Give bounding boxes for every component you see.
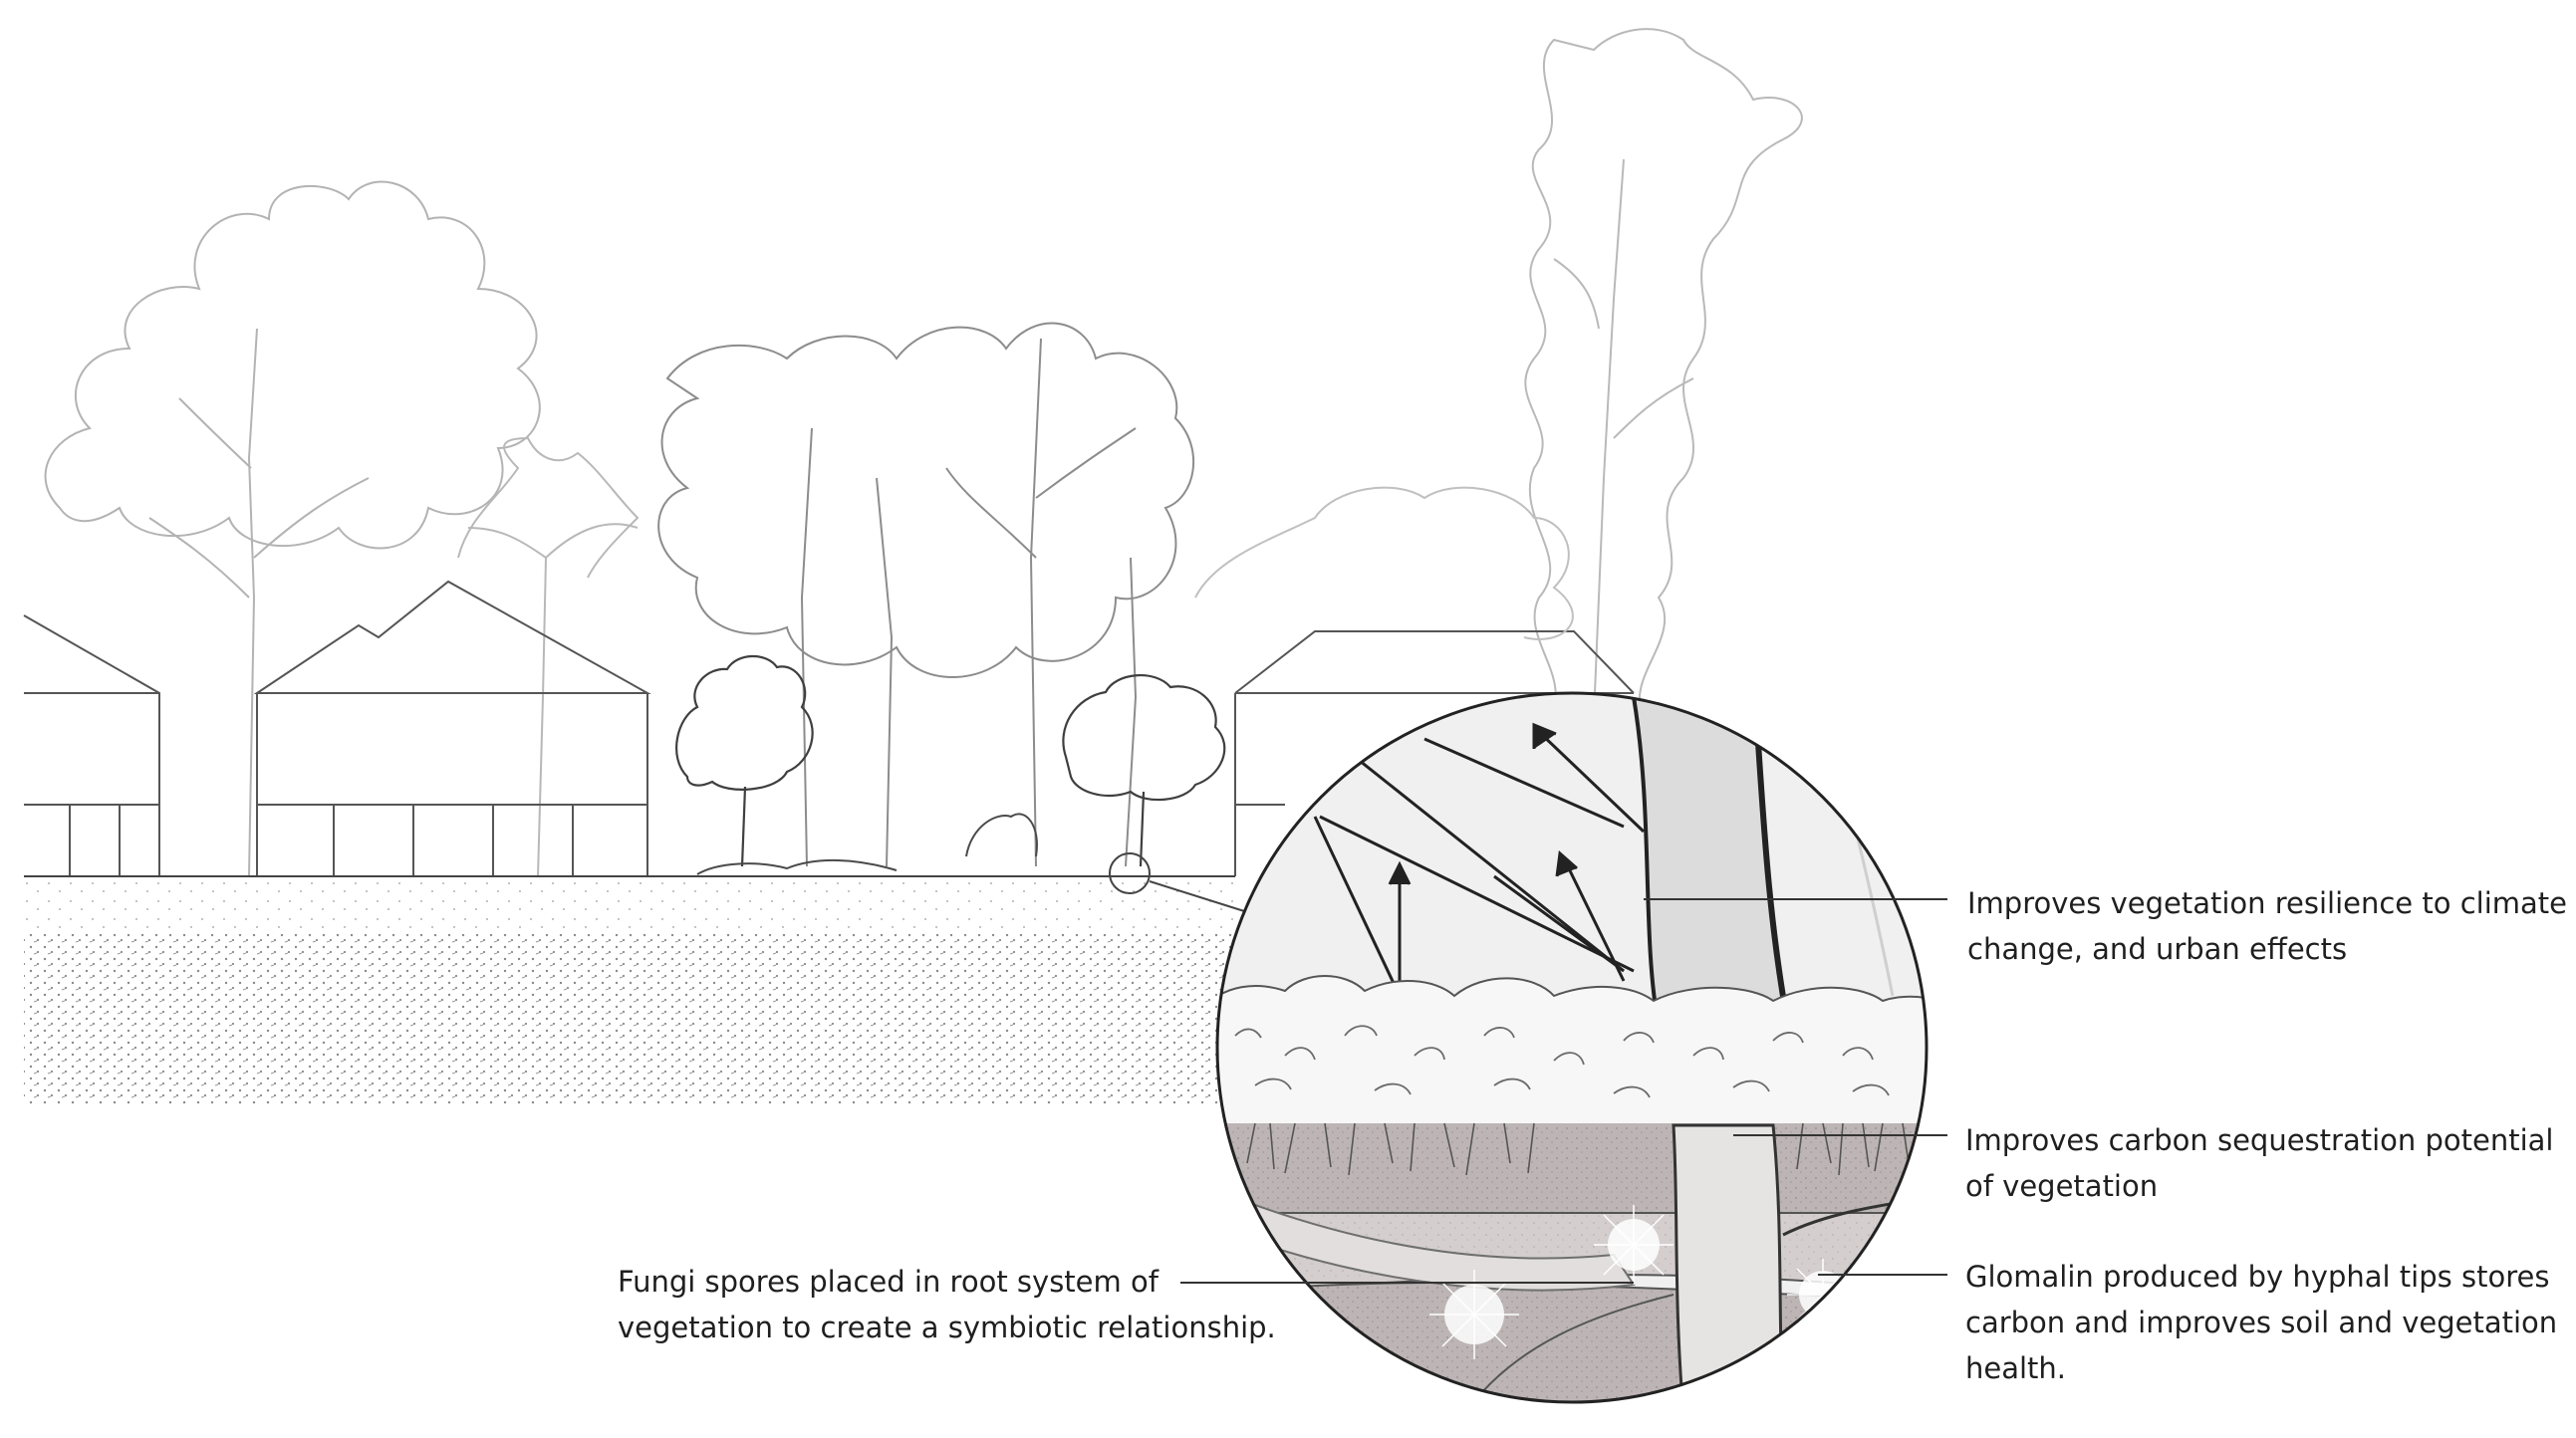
shrub-left — [675, 654, 814, 867]
annotation-glomalin: Glomalin produced by hyphal tips stores … — [1965, 1254, 2557, 1391]
shrub-right — [1062, 674, 1226, 867]
palm-tree — [457, 436, 640, 877]
annotation-glomalin-line-3: health. — [1965, 1351, 2067, 1385]
magnifier-focus-circle — [1109, 852, 1151, 894]
detail-circle-outline — [1215, 691, 1929, 1404]
annotation-resilience-line-1: Improves vegetation resilience to climat… — [1967, 886, 2567, 920]
magnifier-connector — [1149, 880, 1261, 917]
annotation-glomalin-line-2: carbon and improves soil and vegetation — [1965, 1306, 2558, 1339]
annotation-carbon-line-2: of vegetation — [1965, 1169, 2159, 1203]
annotation-fungi-line-2: vegetation to create a symbiotic relatio… — [618, 1311, 1276, 1344]
tree-left — [44, 180, 541, 877]
annotation-glomalin-line-1: Glomalin produced by hyphal tips stores — [1965, 1260, 2550, 1294]
annotation-carbon-line-1: Improves carbon sequestration potential — [1965, 1123, 2554, 1157]
soil-section-lower — [24, 934, 1239, 1105]
tall-tree-right — [1524, 28, 1803, 718]
annotation-carbon: Improves carbon sequestration potential … — [1965, 1117, 2553, 1209]
annotation-resilience: Improves vegetation resilience to climat… — [1967, 880, 2567, 972]
annotation-resilience-line-2: change, and urban effects — [1967, 932, 2348, 966]
soil-band-lower — [1217, 1282, 1927, 1402]
branches — [1313, 737, 1635, 997]
fine-roots — [1246, 1122, 1910, 1176]
soil-section-upper — [24, 878, 1239, 934]
soil-strip — [1233, 1203, 1636, 1292]
tree-cluster-center — [657, 322, 1195, 867]
annotation-fungi-line-1: Fungi spores placed in root system of — [618, 1265, 1159, 1299]
main-root — [1672, 1123, 1785, 1402]
detail-circle — [1217, 693, 1927, 1402]
growth-arrows — [1388, 722, 1646, 991]
root-zone — [1217, 1123, 1927, 1213]
house-left-partial — [23, 614, 160, 876]
ground-shrubs — [696, 813, 1038, 875]
house-center-left — [253, 580, 651, 876]
tree-cluster-right-faint — [1194, 486, 1574, 640]
understory-shrubs — [1217, 975, 1927, 1126]
annotation-fungi: Fungi spores placed in root system of ve… — [618, 1259, 1276, 1350]
